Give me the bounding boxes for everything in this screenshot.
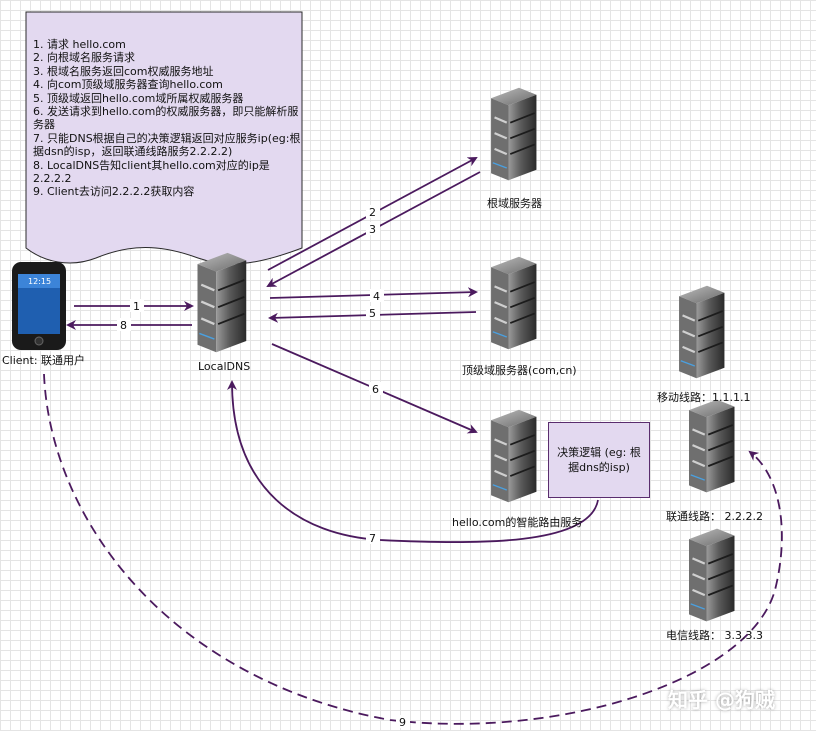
root-server-label: 根域服务器 — [487, 197, 542, 210]
decision-logic-box: 决策逻辑 (eg: 根据dns的isp) — [548, 422, 650, 498]
note-step: 8. LocalDNS告知client其hello.com对应的ip是2.2.2… — [33, 158, 270, 186]
edge-9 — [43, 373, 783, 725]
phone-icon — [12, 262, 66, 350]
root-server-icon — [489, 86, 538, 182]
edge-label-6: 6 — [372, 383, 379, 396]
tld-server-label: 顶级域服务器(com,cn) — [462, 364, 577, 377]
note-step: 5. 顶级域返回hello.com域所属权威服务器 — [33, 91, 244, 105]
localdns-server-icon — [196, 251, 248, 354]
note-step: 3. 根域名服务返回com权威服务地址 — [33, 64, 214, 78]
edge-label-8: 8 — [120, 319, 127, 332]
edge-label-5: 5 — [369, 307, 376, 320]
note-step: 4. 向com顶级域服务器查询hello.com — [33, 78, 223, 92]
edge-label-2: 2 — [369, 206, 376, 219]
telecom-line-label: 电信线路： 3.3.3.3 — [666, 629, 763, 642]
smart-route-server-icon — [489, 408, 538, 504]
note-step: 1. 请求 hello.com — [33, 38, 126, 51]
steps-note: 1. 请求 hello.com 2. 向根域名服务请求 3. 根域名服务返回co… — [33, 38, 301, 199]
decision-logic-text: 决策逻辑 (eg: 根据dns的isp) — [557, 446, 641, 474]
mobile-line-label: 移动线路：1.1.1.1 — [657, 391, 751, 404]
tld-server-icon — [489, 255, 538, 351]
note-step: 6. 发送请求到hello.com的权威服务器，即只能解析服务器 — [33, 105, 299, 132]
unicom-server-icon — [687, 398, 736, 494]
phone-time: 12:15 — [28, 277, 51, 286]
edge-label-7: 7 — [369, 532, 376, 545]
client-label: Client: 联通用户 — [2, 354, 86, 367]
note-step: 9. Client去访问2.2.2.2获取内容 — [33, 185, 195, 199]
smart-route-label: hello.com的智能路由服务 — [452, 516, 583, 529]
edge-label-1: 1 — [133, 300, 140, 313]
note-step: 2. 向根域名服务请求 — [33, 51, 135, 65]
note-step: 7. 只能DNS根据自己的决策逻辑返回对应服务ip(eg:根据dsn的isp，返… — [33, 131, 301, 159]
edge-label-3: 3 — [369, 223, 376, 236]
telecom-server-icon — [687, 527, 736, 623]
edge-label-9: 9 — [399, 716, 406, 729]
unicom-line-label: 联通线路： 2.2.2.2 — [666, 510, 763, 523]
watermark: 知乎 @狗贼 — [668, 688, 775, 712]
localdns-label: LocalDNS — [198, 360, 251, 373]
note-shape — [25, 11, 303, 265]
mobile-server-icon — [677, 284, 726, 380]
edge-label-4: 4 — [373, 290, 380, 303]
